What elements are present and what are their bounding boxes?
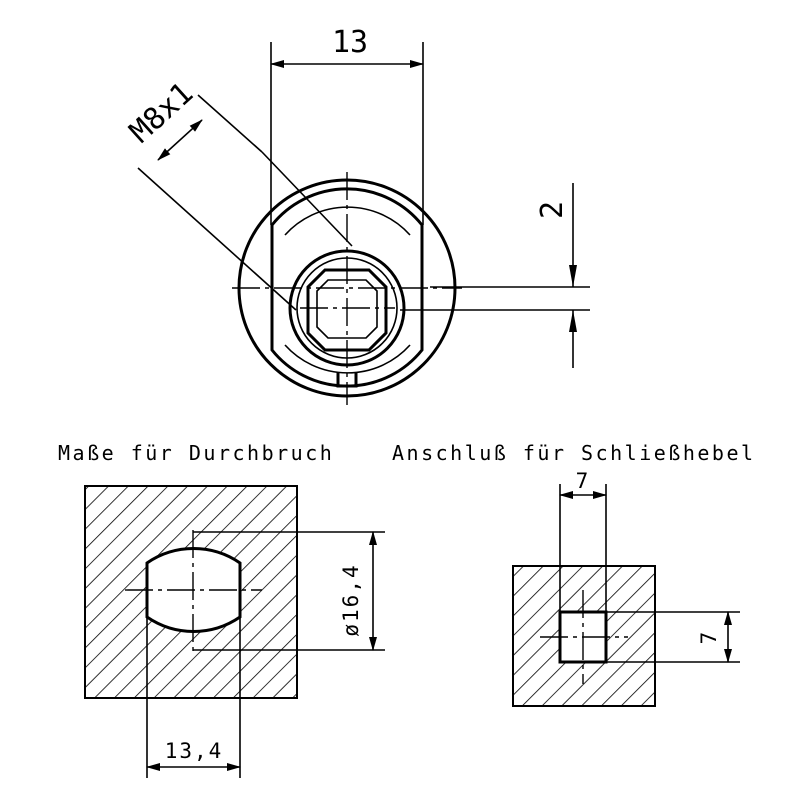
dim-arrow-offset-bottom: [569, 310, 577, 332]
dim-arrow-offset-top: [569, 265, 577, 287]
dim-label-cutout-width: 13,4: [165, 739, 224, 763]
dim-label-width-13: 13: [332, 25, 368, 60]
lever-view: Anschluß für Schließhebel 7 7: [392, 441, 756, 707]
cutout-caption: Maße für Durchbruch: [58, 441, 334, 465]
dim-line-thread: [157, 119, 203, 161]
cutout-view: Maße für Durchbruch ø16,4 13,4: [58, 441, 385, 778]
square-drive-inner: [316, 279, 378, 339]
dim-label-thread: M8x1: [123, 76, 200, 150]
dim-label-lever-width: 7: [576, 469, 591, 493]
inner-housing-ring-bottom: [284, 344, 411, 374]
lever-caption: Anschluß für Schließhebel: [392, 441, 756, 465]
dim-label-offset-2: 2: [535, 201, 570, 219]
dim-label-lever-height: 7: [697, 630, 721, 645]
dim-label-diameter: ø16,4: [339, 563, 363, 636]
square-drive: [306, 268, 388, 352]
inner-housing: [270, 187, 424, 388]
top-view: 13 M8x1 2: [123, 25, 590, 405]
